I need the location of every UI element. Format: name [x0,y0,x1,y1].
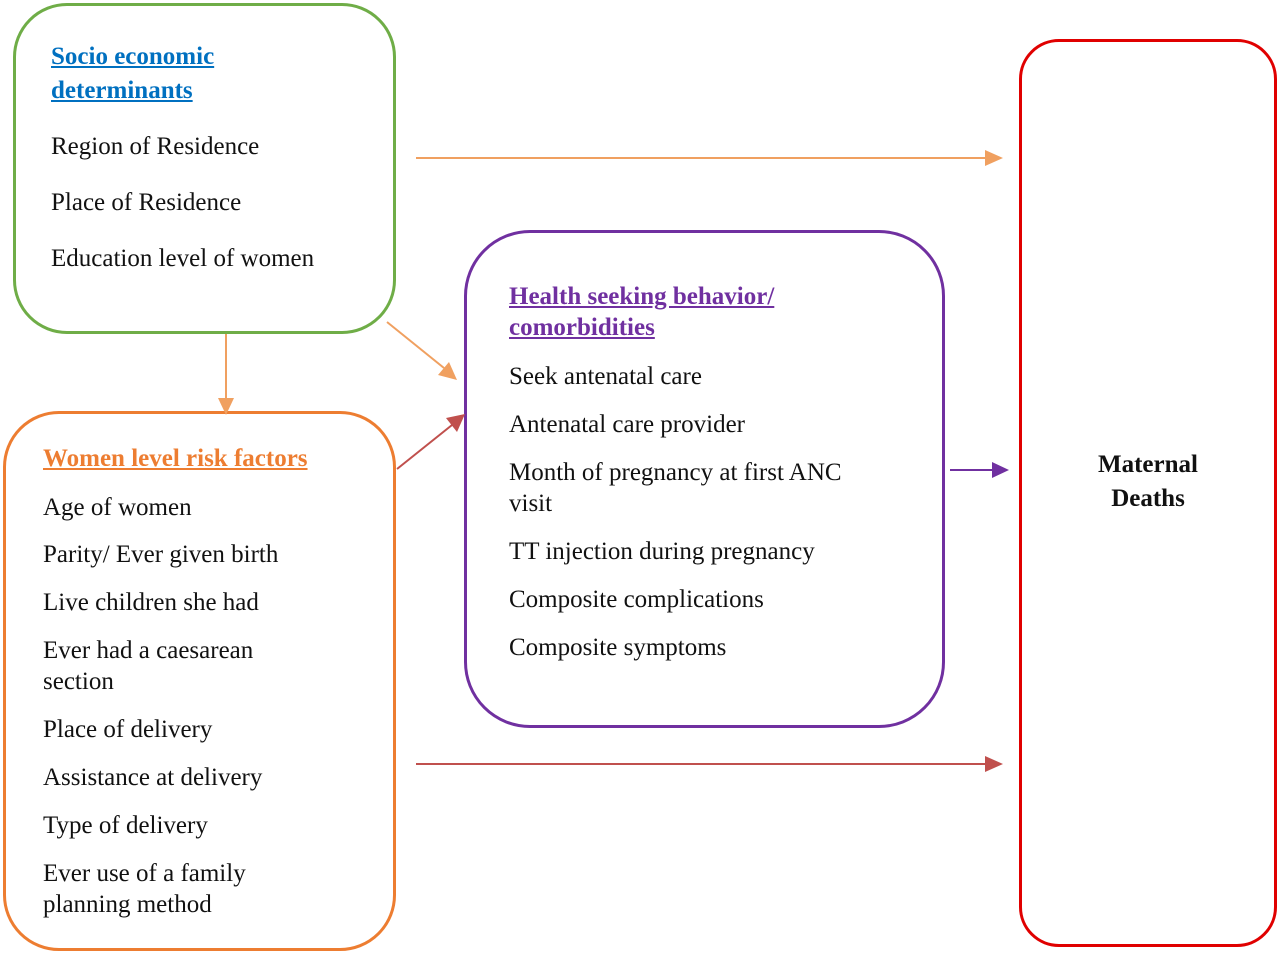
arrow-women-to-health [396,414,465,470]
women-item-age: Age of women [43,494,192,521]
women-item-assistance: Assistance at delivery [43,764,263,791]
socio-economic-heading: Socio economic determinants [51,43,215,104]
health-item-anc-provider: Antenatal care provider [509,411,745,438]
women-risk-factors-heading: Women level risk factors [43,445,308,472]
health-seeking-box [464,230,945,728]
women-risk-factors-box [3,411,396,951]
women-item-live-children: Live children she had [43,589,259,616]
health-seeking-heading: Health seeking behavior/ comorbidities [509,283,775,341]
socio-economic-box [13,3,396,334]
women-item-caesarean: Ever had a caesarean section [43,637,254,695]
health-item-seek-anc: Seek antenatal care [509,363,702,390]
arrow-socio-to-health [386,321,457,380]
arrow-socio-to-women [218,334,234,415]
socio-item-education: Education level of women [51,245,315,272]
women-item-family-planning: Ever use of a family planning method [43,860,246,918]
arrow-women-to-outcome [416,756,1003,772]
health-item-tt-injection: TT injection during pregnancy [509,538,815,565]
women-item-type-of-delivery: Type of delivery [43,812,208,839]
arrow-socio-to-outcome [416,150,1003,166]
women-item-parity: Parity/ Ever given birth [43,541,279,568]
health-item-complications: Composite complications [509,586,764,613]
maternal-deaths-label: Maternal Deaths [1098,451,1198,512]
arrow-health-to-outcome [950,462,1009,478]
health-item-first-anc-month: Month of pregnancy at first ANC visit [509,459,842,517]
socio-item-place: Place of Residence [51,189,242,216]
health-item-symptoms: Composite symptoms [509,634,727,661]
socio-item-region: Region of Residence [51,133,260,160]
women-item-place-of-delivery: Place of delivery [43,716,213,743]
maternal-deaths-box [1019,39,1277,947]
